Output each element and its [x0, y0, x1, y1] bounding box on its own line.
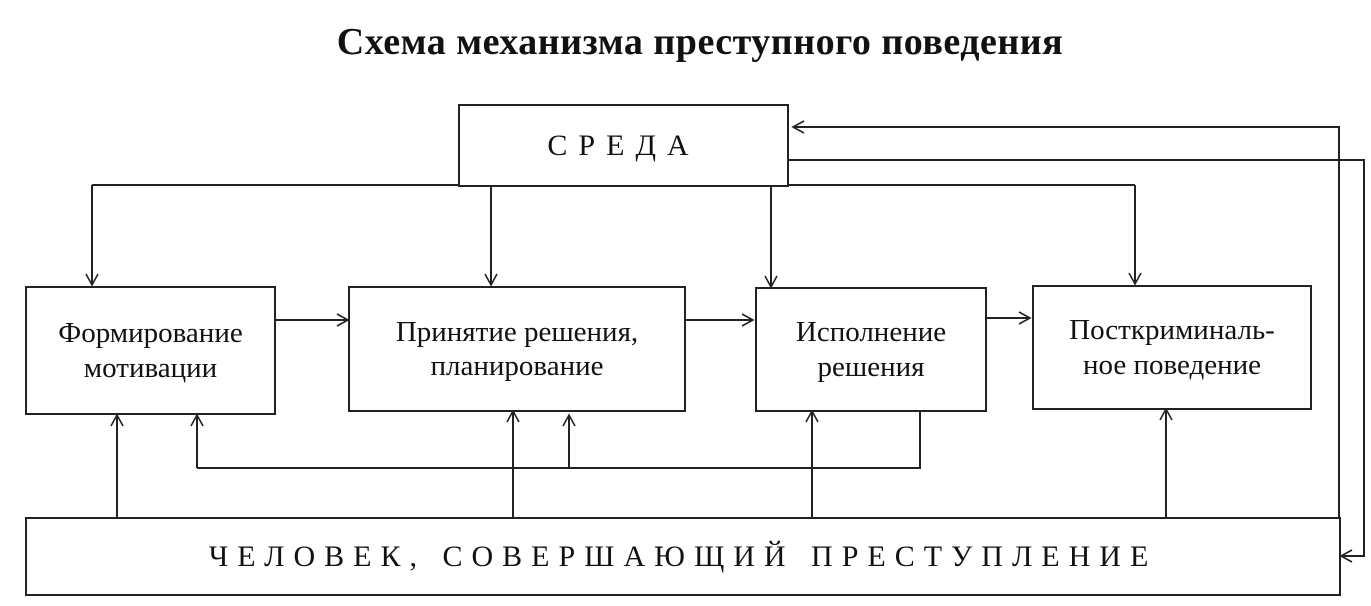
stage-label-line1: Посткриминаль-	[1069, 314, 1275, 347]
environment-box: СРЕДА	[458, 104, 789, 187]
stage-label-line2: ное поведение	[1082, 348, 1262, 381]
stage-label-line1: Принятие решения,	[395, 315, 639, 348]
feedback-loop-line	[197, 412, 921, 469]
environment-label: СРЕДА	[547, 128, 700, 162]
diagram-title: Схема механизма преступного поведения	[336, 21, 1064, 63]
stage-box-decision: Принятие решения,планирование	[348, 286, 686, 412]
arrow-person-to-environment	[791, 120, 1340, 518]
stage-label-line1: Формирование	[58, 317, 243, 350]
stage-label-line2: решения	[817, 350, 925, 383]
stage-label-line1: Исполнение	[795, 316, 947, 349]
stage-label-line2: мотивации	[83, 351, 218, 384]
stage-box-postcriminal: Посткриминаль-ное поведение	[1032, 285, 1312, 410]
stage-label-line2: планирование	[430, 350, 604, 382]
person-label: ЧЕЛОВЕК, СОВЕРШАЮЩИЙ ПРЕСТУПЛЕНИЕ	[208, 539, 1158, 573]
person-box: ЧЕЛОВЕК, СОВЕРШАЮЩИЙ ПРЕСТУПЛЕНИЕ	[25, 517, 1341, 596]
arrow-environment-to-person	[789, 159, 1365, 563]
